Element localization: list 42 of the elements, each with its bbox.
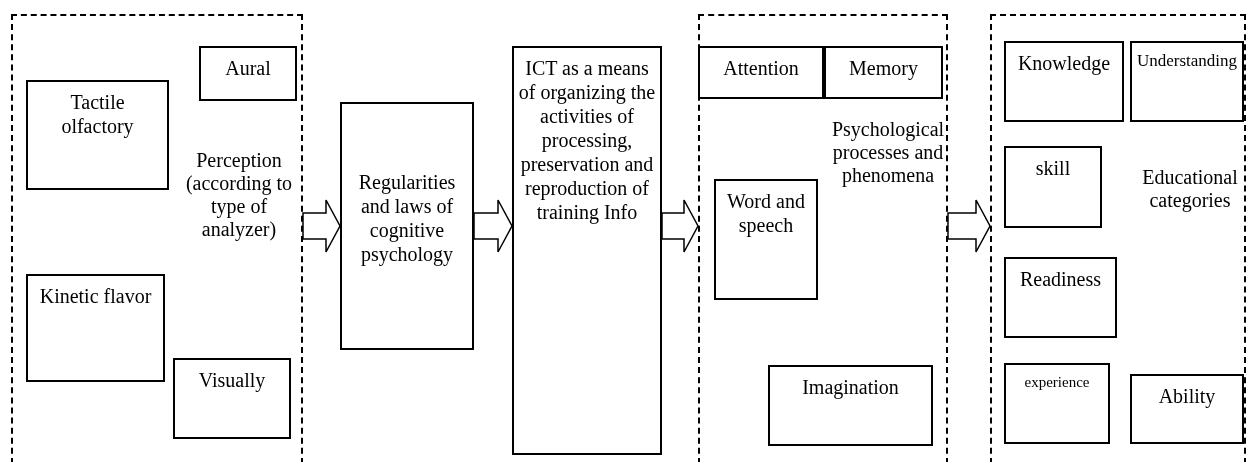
box-label: experience — [1024, 373, 1090, 391]
group-title: Perception (according to type of analyzer) — [184, 149, 294, 241]
box-label: Aural — [225, 56, 271, 80]
box-label: ICT as a means of organizing the activities of processing, preservation and reproduction of training Info — [518, 56, 656, 224]
process-box — [26, 80, 169, 190]
box-label: Readiness — [1019, 267, 1102, 291]
process-box — [714, 179, 818, 300]
process-box — [824, 46, 943, 99]
process-box — [1004, 257, 1117, 338]
process-box — [512, 46, 662, 455]
process-box — [698, 46, 824, 99]
box-label: Knowledge — [1017, 51, 1111, 75]
block-arrow — [947, 199, 991, 253]
box-label: Attention — [723, 56, 799, 80]
block-arrow — [661, 199, 699, 253]
dashed-group-frame — [990, 14, 1246, 462]
box-label: Memory — [849, 56, 918, 80]
process-box — [340, 102, 474, 350]
dashed-group-frame — [698, 14, 948, 462]
dashed-group-frame — [11, 14, 303, 462]
box-label: Ability — [1158, 384, 1216, 408]
box-label: Word and speech — [726, 189, 806, 237]
process-box — [1004, 146, 1102, 228]
block-arrow — [302, 199, 341, 253]
process-box — [1004, 41, 1124, 122]
group-title: Educational categories — [1141, 166, 1239, 212]
process-box — [26, 274, 165, 382]
process-box — [199, 46, 297, 101]
box-label: skill — [1035, 156, 1071, 180]
box-label: Visually — [198, 368, 266, 392]
block-arrow — [473, 199, 513, 253]
box-label: Regularities and laws of cognitive psychology — [357, 170, 457, 266]
group-title: Psychological processes and phenomena — [831, 118, 945, 187]
process-box — [173, 358, 291, 439]
process-box — [768, 365, 933, 446]
box-label: Tactile olfactory — [60, 90, 135, 138]
box-label: Kinetic flavor — [39, 284, 152, 308]
process-box — [1004, 363, 1110, 444]
box-label: Imagination — [802, 375, 899, 399]
process-box — [1130, 374, 1244, 444]
box-label: Understanding — [1136, 51, 1238, 72]
process-box — [1130, 41, 1244, 122]
